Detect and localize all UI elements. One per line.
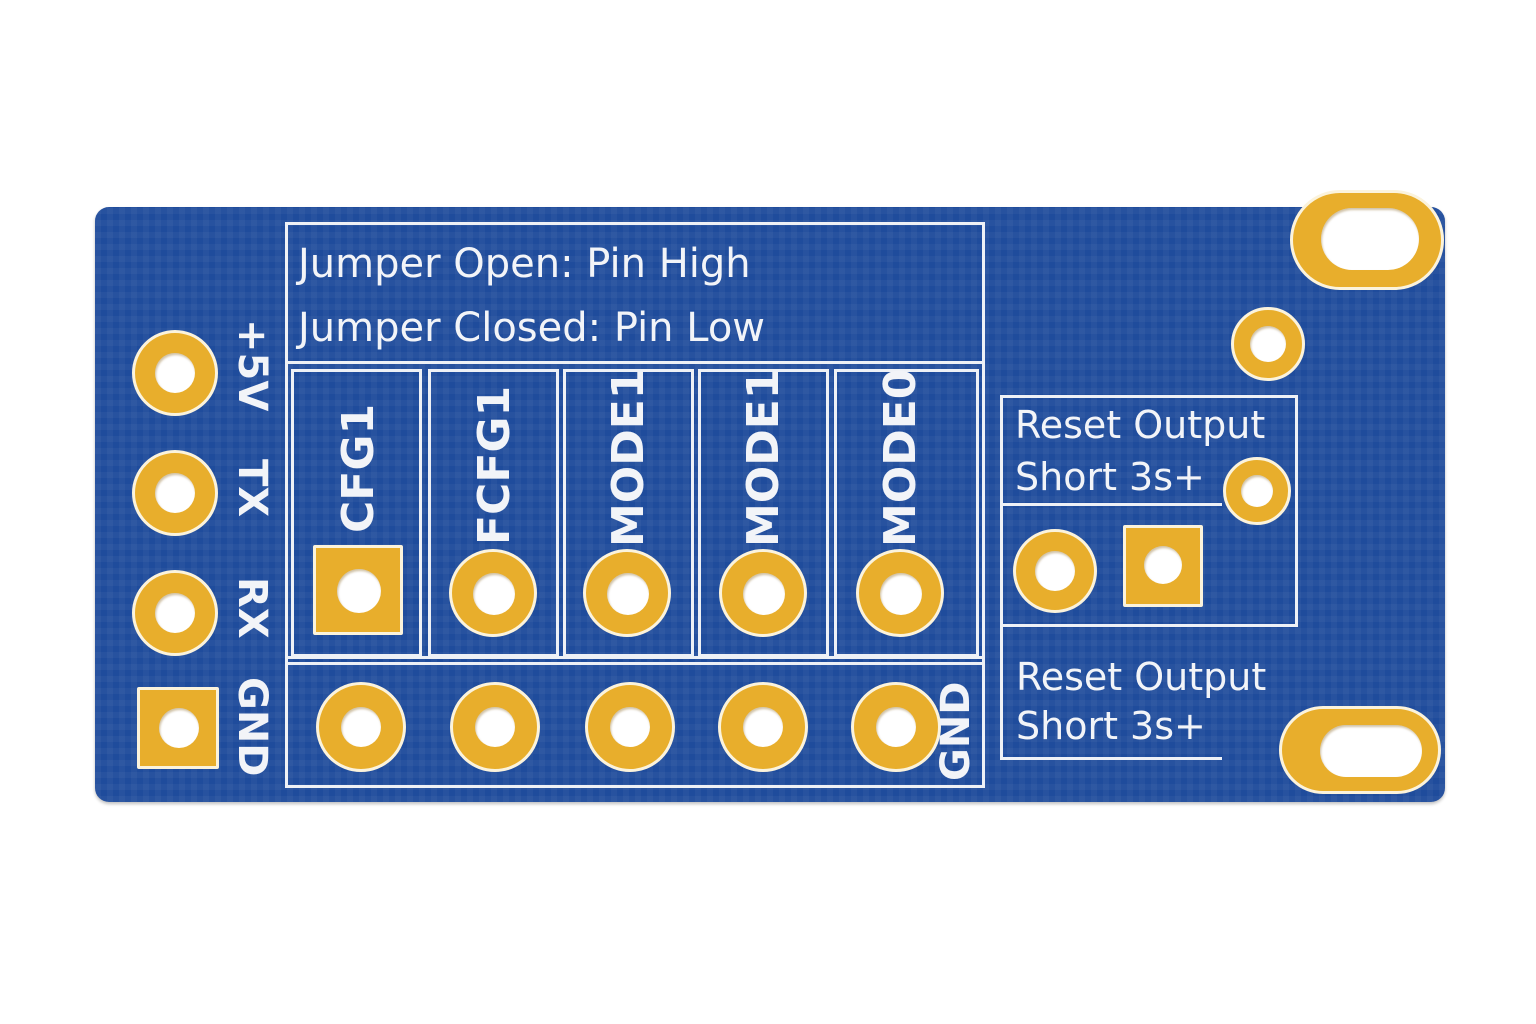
slot-hole: [1321, 208, 1419, 270]
header-pin-label: RX: [229, 577, 275, 639]
jumper-pad-mode1b[interactable]: [719, 549, 807, 637]
reset-top-line2: Short 3s+: [1015, 455, 1205, 499]
drill-hole: [1035, 551, 1075, 591]
drill-hole: [610, 707, 650, 747]
info-line-open: Jumper Open: Pin High: [298, 241, 751, 287]
reset-pad-small[interactable]: [1223, 457, 1291, 525]
drill-hole: [1144, 546, 1182, 584]
jumper-label: MODE1: [738, 368, 789, 547]
drill-hole: [876, 707, 916, 747]
drill-hole: [155, 593, 195, 633]
gnd-pad[interactable]: [316, 682, 406, 772]
drill-hole: [341, 707, 381, 747]
jumper-label: MODE1: [603, 368, 654, 547]
drill-hole: [473, 573, 515, 615]
drill-hole: [880, 573, 922, 615]
reset-bottom-line2: Short 3s+: [1016, 704, 1206, 748]
drill-hole: [155, 353, 195, 393]
reset-top-line1: Reset Output: [1015, 403, 1266, 447]
drill-hole: [337, 569, 381, 613]
gnd-pad[interactable]: [450, 682, 540, 772]
reset-pad-square[interactable]: [1123, 525, 1203, 607]
drill-hole: [743, 573, 785, 615]
drill-hole: [743, 707, 783, 747]
reset-pad-round[interactable]: [1013, 529, 1097, 613]
header-pin-rx-pad[interactable]: [132, 570, 218, 656]
jumper-label: CFG1: [333, 403, 384, 533]
jumper-label: FCFG1: [469, 385, 520, 545]
header-pin-tx-pad[interactable]: [132, 450, 218, 536]
reset-divider: [1000, 503, 1222, 506]
pcb-board: +5V TX RX GND Jumper Open: Pin High Jump…: [95, 190, 1445, 802]
slot-hole: [1320, 725, 1422, 777]
header-pin-label: GND: [229, 677, 275, 777]
drill-hole: [1241, 475, 1273, 507]
mounting-slot-top: [1290, 190, 1444, 290]
gnd-row-divider-2: [285, 662, 985, 665]
jumper-pad-mode0[interactable]: [856, 549, 944, 637]
header-pin-label: TX: [229, 459, 275, 518]
drill-hole: [159, 708, 199, 748]
jumper-config-frame: [285, 222, 985, 788]
drill-hole: [607, 573, 649, 615]
jumper-cell-fcfg1: [428, 369, 559, 657]
reset-frame-left-bottom: [1000, 625, 1003, 760]
jumper-label: MODE0: [875, 368, 926, 547]
header-pin-label: +5V: [229, 319, 275, 412]
info-line-closed: Jumper Closed: Pin Low: [298, 305, 766, 351]
jumper-pad-cfg1[interactable]: [313, 545, 403, 635]
drill-hole: [1250, 326, 1286, 362]
jumper-cell-mode1b: [698, 369, 829, 657]
jumper-cell-cfg1: [291, 369, 422, 657]
info-divider: [285, 361, 985, 364]
gnd-pad[interactable]: [585, 682, 675, 772]
reset-frame-top: [1000, 395, 1298, 627]
gnd-row-divider: [285, 656, 985, 659]
gnd-row-label: GND: [933, 681, 979, 781]
jumper-pad-fcfg1[interactable]: [449, 549, 537, 637]
jumper-pad-mode1a[interactable]: [583, 549, 671, 637]
gnd-pad[interactable]: [718, 682, 808, 772]
drill-hole: [155, 473, 195, 513]
reset-frame-bottom: [1000, 757, 1222, 760]
header-pin-5v-pad[interactable]: [132, 330, 218, 416]
header-pin-gnd-pad[interactable]: [137, 687, 219, 769]
gnd-pad[interactable]: [851, 682, 941, 772]
reset-bottom-line1: Reset Output: [1016, 655, 1267, 699]
small-via: [1231, 307, 1305, 381]
jumper-cell-mode0: [834, 369, 979, 657]
jumper-cell-mode1a: [563, 369, 694, 657]
mounting-slot-bottom: [1279, 706, 1441, 794]
drill-hole: [475, 707, 515, 747]
